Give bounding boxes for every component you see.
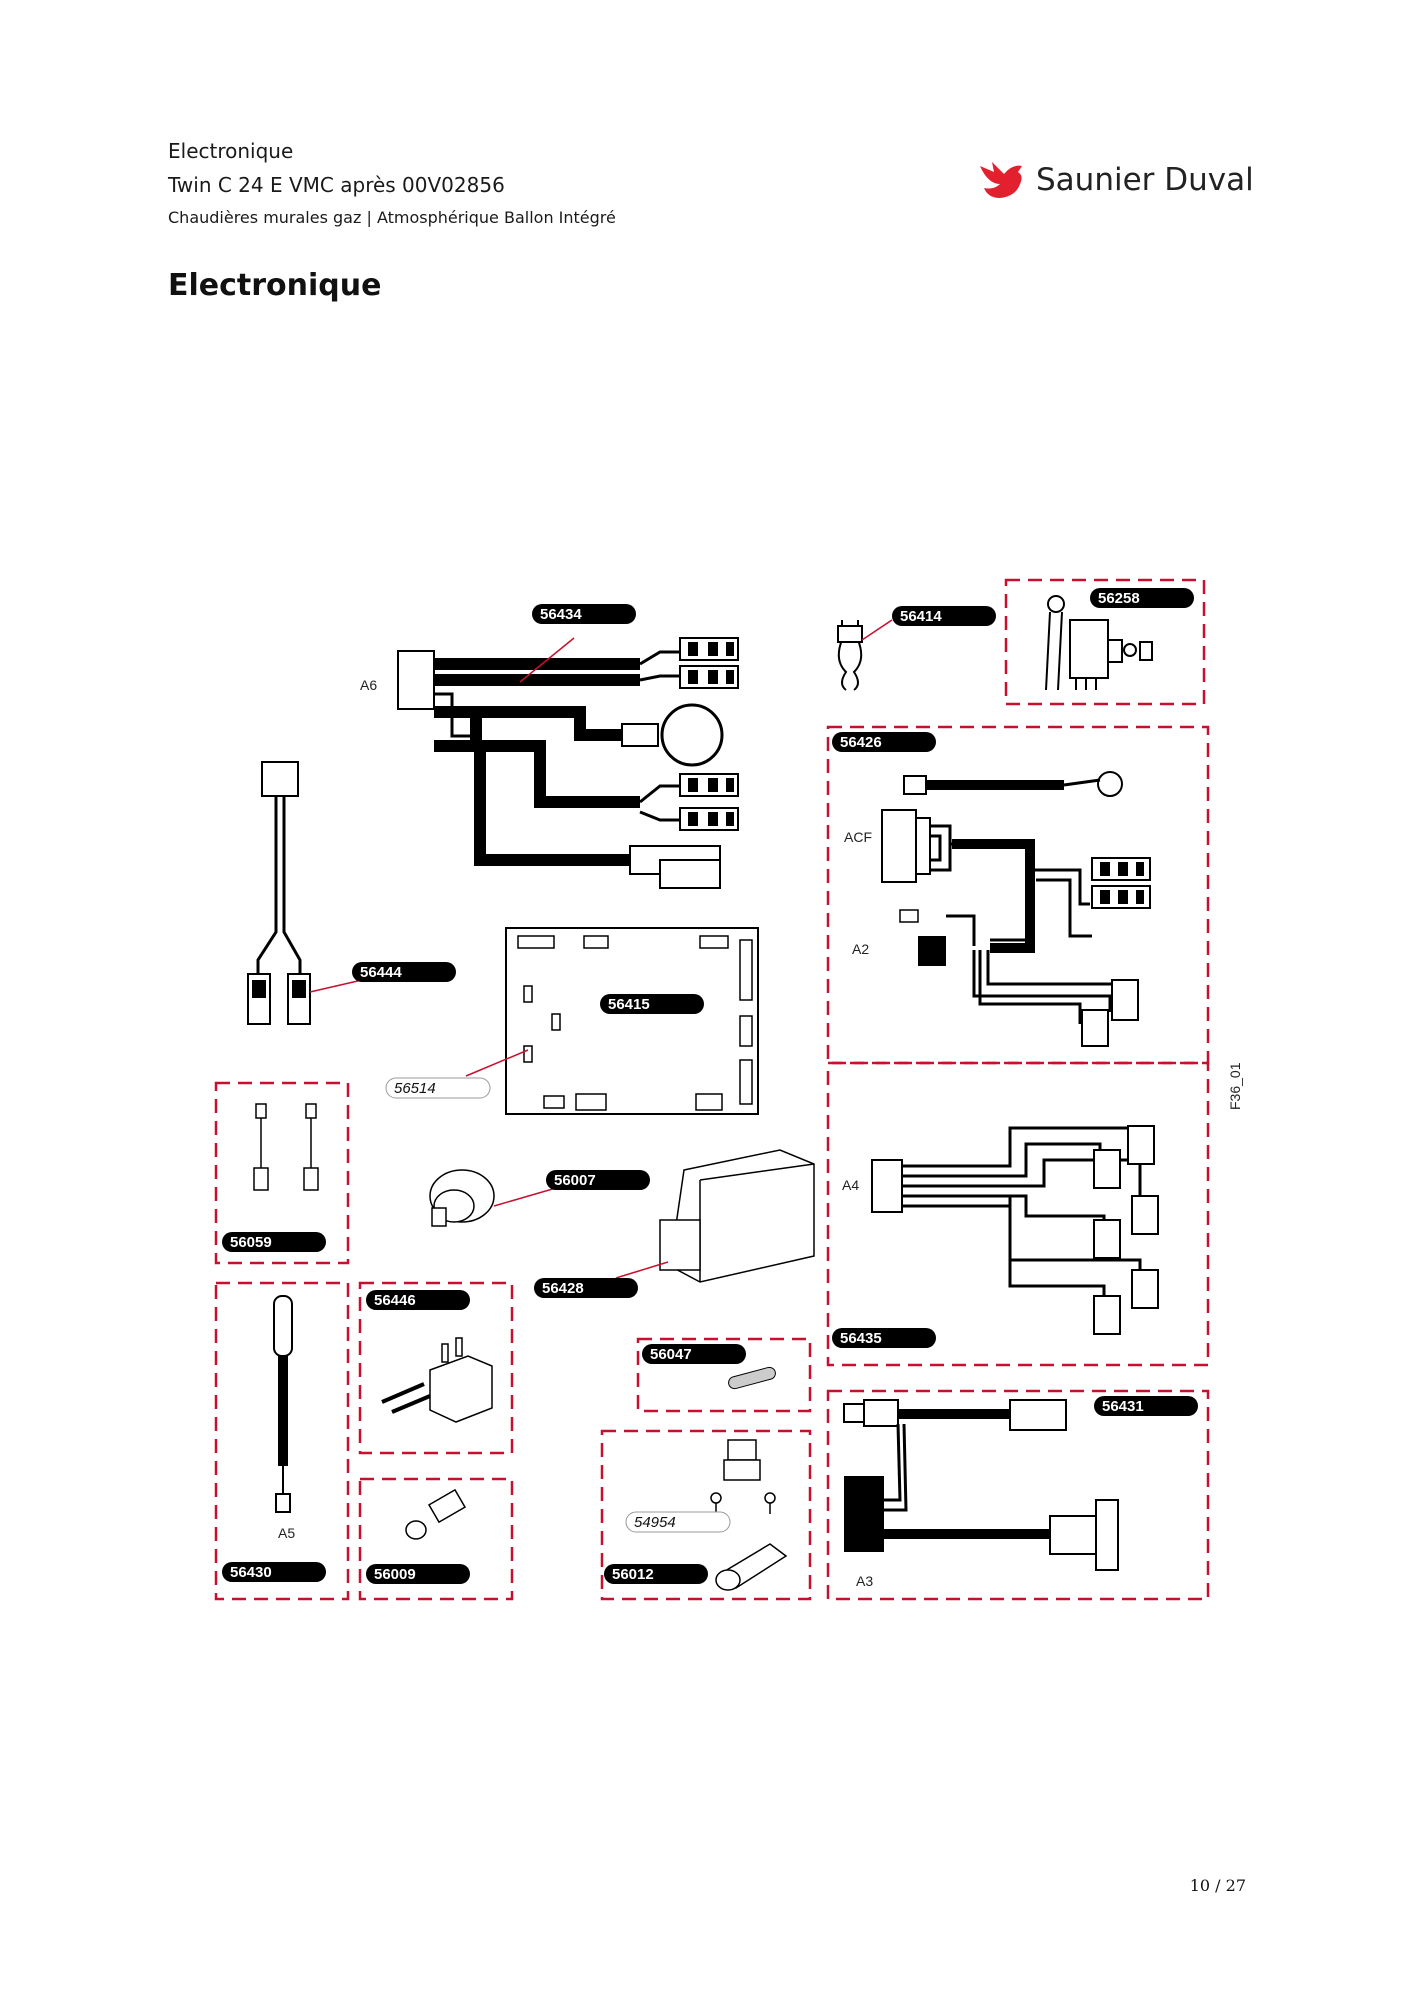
callout-56435: 56435 [832,1328,936,1348]
callout-56047: 56047 [642,1344,746,1364]
sensor-clip-56414 [837,619,893,691]
ignition-56428 [615,1149,815,1283]
callout-56414: 56414 [892,606,996,626]
callout-56012: 56012 [604,1564,708,1584]
group-56446 [358,1281,514,1455]
page-title: Electronique [168,268,382,303]
tube-56047 [728,1366,776,1390]
label-a2: A2 [852,941,869,957]
svg-text:56434: 56434 [540,606,582,623]
label-acf: ACF [844,829,872,845]
cable-56444 [247,761,363,1025]
switch-56007 [429,1169,557,1227]
switch-56258 [1045,595,1153,691]
fitting-56009 [405,1488,467,1540]
selector-56446 [381,1337,493,1423]
bird-logo-icon [980,162,1022,198]
harness-56431 [843,1399,1119,1571]
label-a3: A3 [856,1573,873,1589]
group-56047 [636,1337,812,1413]
svg-text:56059: 56059 [230,1234,272,1251]
callout-56426: 56426 [832,732,936,752]
callout-56446: 56446 [366,1290,470,1310]
group-56258 [1004,578,1206,706]
connector-labels: A6 ACF A2 A4 A5 A3 [278,677,873,1589]
label-a5: A5 [278,1525,295,1541]
svg-text:56007: 56007 [554,1172,596,1189]
svg-text:56428: 56428 [542,1280,584,1297]
callout-56430: 56430 [222,1562,326,1582]
brand-logo: Saunier Duval [978,158,1254,202]
header-section: Electronique [168,139,294,163]
header-category: Chaudières murales gaz | Atmosphérique B… [168,208,616,227]
svg-text:56009: 56009 [374,1566,416,1583]
svg-text:54954: 54954 [634,1514,676,1531]
harness-56426 [881,771,1151,1047]
svg-text:56426: 56426 [840,734,882,751]
svg-text:56012: 56012 [612,1566,654,1583]
svg-text:56514: 56514 [394,1080,436,1097]
page-number: 10 / 27 [1189,1876,1246,1895]
pcb-56415 [465,927,759,1115]
dashed-groups [214,578,1210,1601]
callout-56514: 56514 [385,1077,491,1099]
document-header: Electronique Twin C 24 E VMC après 00V02… [168,134,616,234]
callout-56009: 56009 [366,1564,470,1584]
svg-text:56430: 56430 [230,1564,272,1581]
svg-text:56435: 56435 [840,1330,882,1347]
part-callouts: 56434 56414 56258 56426 56444 56415 5651… [222,588,1198,1584]
harness-56435 [871,1125,1159,1335]
harness-56434 [397,637,739,889]
svg-text:56258: 56258 [1098,590,1140,607]
group-56059 [214,1081,350,1265]
callout-56434: 56434 [532,604,636,624]
callout-54954: 54954 [625,1511,731,1533]
svg-text:56415: 56415 [608,996,650,1013]
svg-text:56444: 56444 [360,964,402,981]
callout-56258: 56258 [1090,588,1194,608]
label-a4: A4 [842,1177,859,1193]
sensor-56430 [273,1295,293,1513]
svg-text:56047: 56047 [650,1346,692,1363]
header-model: Twin C 24 E VMC après 00V02856 [168,173,505,197]
group-56431 [826,1389,1210,1601]
callout-56415: 56415 [600,994,704,1014]
callout-56431: 56431 [1094,1396,1198,1416]
callout-56444: 56444 [352,962,456,982]
group-56435 [826,1061,1210,1367]
callout-56007: 56007 [546,1170,650,1190]
brand-name: Saunier Duval [1036,162,1254,198]
label-a6: A6 [360,677,377,693]
svg-text:56446: 56446 [374,1292,416,1309]
callout-56428: 56428 [534,1278,638,1298]
svg-text:56431: 56431 [1102,1398,1144,1415]
figure-code: F36_01 [1227,1062,1243,1110]
group-56009 [358,1477,514,1601]
callout-56059: 56059 [222,1232,326,1252]
group-56430 [214,1281,350,1601]
svg-text:56414: 56414 [900,608,942,625]
fuses-56059 [253,1103,319,1191]
group-56012 [600,1429,812,1601]
